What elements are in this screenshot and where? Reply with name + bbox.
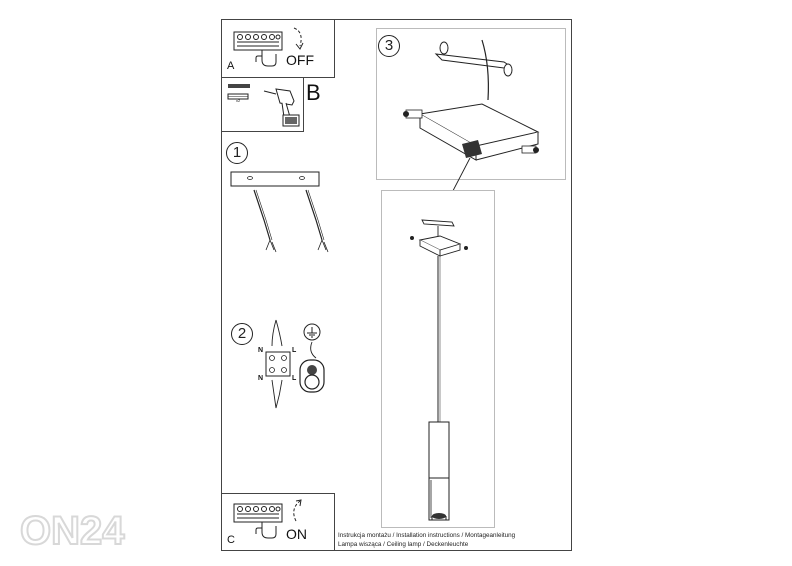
live-label-bottom: L bbox=[292, 375, 297, 382]
canopy-mount-diagram bbox=[403, 39, 540, 209]
ground-terminal-icon bbox=[299, 323, 325, 393]
on-label: ON bbox=[286, 526, 307, 542]
instruction-sheet bbox=[221, 19, 572, 551]
footer-line-2: Lampa wisząca / Ceiling lamp / Deckenleu… bbox=[338, 540, 469, 548]
step-b-letter: B bbox=[306, 80, 321, 105]
step-3-number: 3 bbox=[378, 35, 400, 57]
screw-quantity: x2 bbox=[236, 98, 241, 103]
drill-icon bbox=[263, 88, 300, 127]
ceiling-plate-diagram bbox=[230, 171, 329, 253]
neutral-label-bottom: N bbox=[258, 375, 264, 382]
terminal-block-icon bbox=[233, 503, 283, 539]
terminal-block-icon bbox=[233, 31, 283, 67]
step-1-number: 1 bbox=[226, 142, 248, 164]
rotate-arrow-icon bbox=[293, 27, 304, 50]
pendant-lamp-diagram bbox=[410, 219, 468, 521]
live-label-top: L bbox=[292, 347, 297, 354]
wire-connector-diagram bbox=[265, 319, 291, 409]
neutral-label-top: N bbox=[258, 347, 264, 354]
footer-caption: Instrukcja montażu / Installation instru… bbox=[338, 532, 515, 549]
rotate-arrow-icon bbox=[293, 499, 302, 522]
footer-line-1: Instrukcja montażu / Installation instru… bbox=[338, 532, 516, 539]
step-c-letter: C bbox=[227, 534, 235, 546]
step-a-letter: A bbox=[227, 60, 235, 72]
step-2-number: 2 bbox=[231, 323, 253, 345]
off-label: OFF bbox=[286, 52, 314, 68]
screw-anchor-icon bbox=[227, 84, 250, 100]
watermark-text: ON24 bbox=[20, 509, 125, 553]
watermark-logo: ON24 bbox=[19, 508, 126, 554]
